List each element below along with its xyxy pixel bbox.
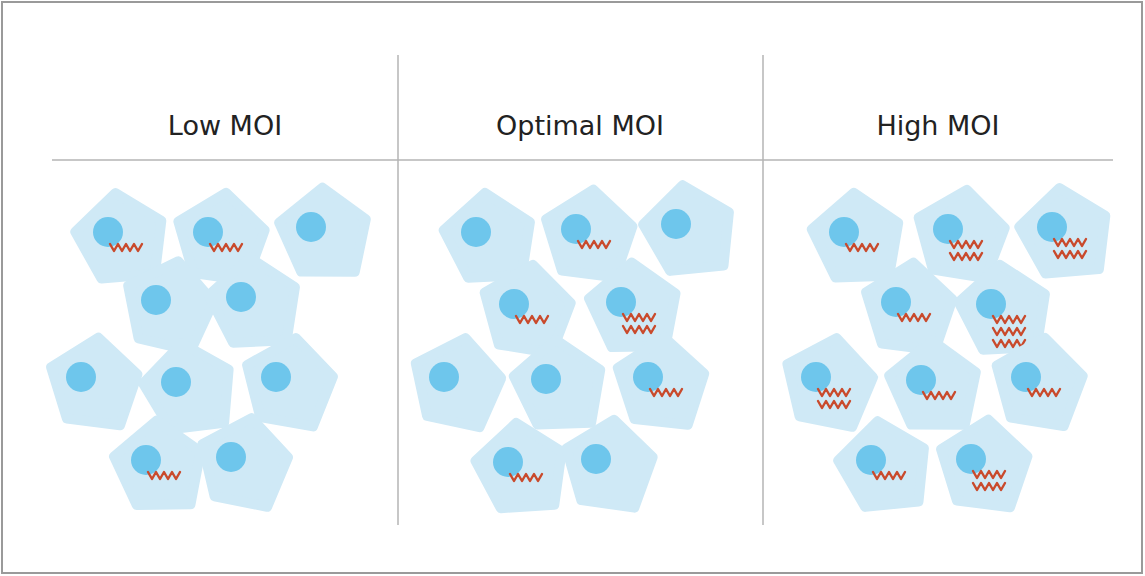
cell-nucleus <box>881 287 911 317</box>
cell-nucleus <box>956 444 986 474</box>
cell-nucleus <box>161 367 191 397</box>
cell-nucleus <box>461 217 491 247</box>
viral-genome <box>1028 389 1060 396</box>
viral-genome <box>110 244 142 251</box>
viral-genome <box>578 241 610 248</box>
cell-nucleus <box>296 212 326 242</box>
viral-genome <box>210 244 242 251</box>
cell-body <box>51 338 137 426</box>
cell-nucleus <box>661 209 691 239</box>
cell-body <box>546 190 632 278</box>
cell-nucleus <box>131 445 161 475</box>
cell-body <box>959 265 1045 350</box>
viral-genome <box>818 389 850 396</box>
cell-nucleus <box>216 442 246 472</box>
cell-nucleus <box>1011 362 1041 392</box>
cell-body <box>838 421 924 507</box>
cell-body <box>787 338 873 427</box>
viral-genome <box>623 326 655 333</box>
viral-genome <box>993 328 1025 335</box>
cell-body <box>919 190 1005 278</box>
viral-genome <box>873 472 905 479</box>
cell-body <box>416 338 501 427</box>
cell-body <box>202 418 288 507</box>
cell-body <box>997 338 1083 426</box>
viral-genome <box>846 244 878 251</box>
cell-body <box>941 420 1027 508</box>
cell-group <box>51 185 1105 508</box>
cell-nucleus <box>141 285 171 315</box>
viral-genome <box>950 241 982 248</box>
viral-genome <box>993 316 1025 323</box>
cell-body <box>75 193 161 279</box>
cell-nucleus <box>633 362 663 392</box>
cell-nucleus <box>193 217 223 247</box>
cell-body <box>812 193 898 278</box>
cell-body <box>128 261 213 350</box>
column-divider <box>397 55 399 525</box>
cell-nucleus <box>93 217 123 247</box>
cell-nucleus <box>856 445 886 475</box>
viral-genome <box>993 340 1025 347</box>
viral-genome <box>516 316 548 323</box>
column-divider <box>762 55 764 525</box>
cell-nucleus <box>531 364 561 394</box>
viral-genome <box>650 389 682 396</box>
cell-body <box>247 338 333 426</box>
cell-nucleus <box>906 365 936 395</box>
viral-genome <box>623 314 655 321</box>
cell-body <box>618 338 704 425</box>
viral-genome <box>148 472 180 479</box>
viral-genome <box>973 471 1005 478</box>
cell-nucleus <box>606 287 636 317</box>
viral-genome <box>510 474 542 481</box>
cell-nucleus <box>429 362 459 392</box>
cell-body <box>1019 188 1105 274</box>
viral-genome <box>950 253 982 260</box>
cell-nucleus <box>933 214 963 244</box>
cell-body <box>476 423 562 508</box>
cell-nucleus <box>1037 212 1067 242</box>
cell-nucleus <box>499 289 529 319</box>
viral-genome <box>1054 251 1086 258</box>
column-header: High MOI <box>876 110 999 141</box>
viral-genome <box>1054 239 1086 246</box>
viral-genome <box>973 483 1005 490</box>
cell-body <box>114 421 201 505</box>
cell-nucleus <box>261 362 291 392</box>
cell-nucleus <box>226 282 256 312</box>
cell-body <box>444 193 530 278</box>
viral-genome <box>923 392 955 399</box>
column-header: Low MOI <box>168 110 282 141</box>
column-header: Optimal MOI <box>496 110 664 141</box>
viral-genome <box>898 314 930 321</box>
cell-nucleus <box>561 214 591 244</box>
viral-genome <box>818 401 850 408</box>
cell-nucleus <box>493 447 523 477</box>
cell-body <box>566 420 652 508</box>
cell-body <box>889 341 976 425</box>
cell-body <box>514 340 600 425</box>
cell-nucleus <box>801 362 831 392</box>
cell-nucleus <box>581 444 611 474</box>
header-rule <box>52 159 1113 161</box>
cell-body <box>643 185 729 271</box>
cell-body <box>279 188 366 272</box>
cell-nucleus <box>976 289 1006 319</box>
cell-nucleus <box>66 362 96 392</box>
cell-body <box>866 263 952 351</box>
cell-body <box>209 258 295 343</box>
cell-nucleus <box>829 217 859 247</box>
